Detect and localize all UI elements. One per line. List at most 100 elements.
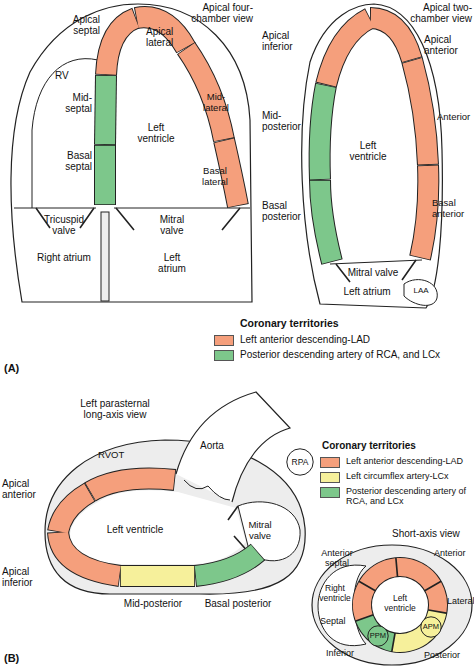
legend-swatch (320, 457, 340, 468)
segment-label: Anterior (434, 548, 474, 558)
valve-label: Mitral valve (150, 214, 194, 236)
wall-segment (393, 611, 446, 652)
lv-cavity (70, 490, 246, 564)
segment-border (370, 18, 412, 60)
segment-label: Posterior (424, 650, 472, 660)
valve-annulus (14, 208, 250, 209)
valve-leaflet (228, 506, 250, 554)
segment-border (120, 565, 195, 587)
segment-border (412, 60, 428, 165)
aortic-cusp (184, 480, 230, 500)
segment-label: Basal lateral (194, 166, 236, 187)
view-title: Apical four-chamber view (175, 2, 253, 24)
heart-outline (11, 4, 252, 302)
papillary-muscle: APM (420, 616, 442, 638)
legend-text: Posterior descending artery of RCA, and … (240, 349, 472, 360)
segment-label: Basal posterior (262, 200, 306, 222)
chamber-label: RV (55, 70, 75, 81)
valve-label: Mitral valve (238, 520, 282, 541)
segment-label: Septal (320, 616, 354, 626)
panel-letter: (A) (4, 362, 34, 374)
legend-row: Left anterior descending-LAD (320, 456, 474, 468)
segment-label: Apical lateral (146, 26, 186, 48)
segment-label: Mid-posterior (262, 110, 306, 132)
segment-border (326, 18, 370, 85)
wall-segment (320, 180, 332, 262)
chamber-label: Right atrium (36, 252, 92, 263)
wall-segment (353, 582, 374, 620)
appendage-label: LAA (406, 287, 436, 296)
legend-row: Posterior descending artery of RCA, and … (214, 349, 472, 361)
segment-label: Inferior (326, 648, 366, 658)
chamber-label: Left ventricle (95, 524, 175, 535)
chamber-label: RVOT (98, 450, 138, 461)
legend-title: Coronary territories (240, 318, 470, 330)
segment-label: Mid-septal (48, 92, 92, 114)
valve-leaflet (336, 260, 416, 282)
legend-text: Left anterior descending-LAD (240, 334, 472, 345)
segment-label: Apical inferior (2, 566, 52, 588)
segment-border (420, 165, 428, 258)
legend-text: Left circumflex artery-LCx (346, 471, 474, 481)
segment-border (94, 145, 116, 205)
legend: Left anterior descending-LAD Posterior de… (214, 334, 472, 364)
node-text-holder: APM (420, 616, 442, 638)
segment-label: Basal posterior (198, 598, 278, 609)
wall-segment (58, 532, 120, 576)
wall-segment (105, 75, 106, 145)
chamber-label: Right ventricle (316, 584, 354, 603)
valve-label: Mitral valve (338, 267, 408, 278)
view-title: Short-axis view (392, 528, 472, 539)
valve-label: Tricuspid valve (36, 214, 92, 236)
node-label: PPM (370, 632, 386, 640)
wall-segment (120, 566, 195, 586)
segment-label: Apical anterior (424, 34, 472, 56)
circle-shape (421, 617, 441, 637)
chamber-label: Left ventricle (340, 140, 396, 162)
segment-label: Apical anterior (2, 478, 52, 500)
segment-border (195, 552, 258, 576)
segment-border (58, 492, 90, 532)
chamber-label: Left atrium (150, 252, 194, 274)
circle-shape (368, 626, 388, 646)
segment-border (90, 479, 175, 493)
atrial-appendage (404, 280, 437, 306)
wall-segment (195, 552, 258, 576)
segment-border (320, 180, 332, 262)
wall-segment (106, 18, 136, 75)
segment-label: Basal septal (48, 150, 92, 172)
heart-outline (302, 4, 443, 308)
heart-outline (45, 440, 305, 594)
legend-row: Posterior descending artery of RCA, and … (320, 486, 474, 506)
segment-border (58, 532, 120, 576)
wall-segment (412, 60, 428, 165)
segment-border (106, 18, 136, 75)
legend-row: Left circumflex artery-LCx (320, 471, 474, 483)
wall-segment (356, 616, 394, 651)
wall-segment (320, 85, 326, 180)
view-title: Apical two-chamber view (394, 2, 472, 24)
legend-title: Coronary territories (322, 440, 472, 451)
segment-border (136, 17, 186, 48)
rv-free-wall (32, 59, 98, 208)
legend-swatch (320, 487, 340, 498)
legend-swatch (320, 472, 340, 483)
circle-shape (287, 449, 313, 475)
legend-text: Left anterior descending-LAD (346, 456, 474, 466)
segment-border (320, 85, 326, 180)
node-label: RPA (292, 458, 309, 467)
wall-segment (426, 582, 447, 612)
view-title: Left parasternal long-axis view (70, 398, 160, 420)
wall-segment (58, 492, 90, 532)
segment-border (105, 75, 106, 145)
node-text-holder: PPM (367, 625, 389, 647)
wall-segment (95, 145, 115, 205)
node-label: APM (423, 623, 439, 631)
legend-swatch (214, 335, 234, 346)
segment-label: Anterior septal (316, 548, 358, 568)
aorta (176, 392, 290, 502)
chamber-label: Left atrium (332, 286, 402, 297)
vessel-circle: RPA (286, 448, 314, 476)
